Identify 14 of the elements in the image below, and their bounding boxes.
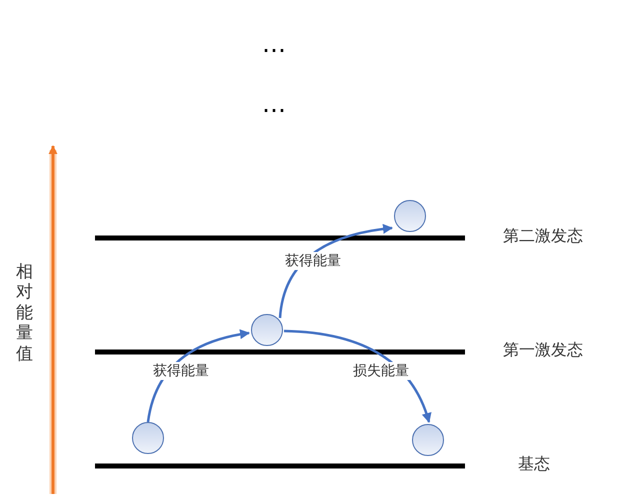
edge-label: 获得能量 [152,362,210,380]
edge-label: 损失能量 [352,362,410,380]
particle-circle [394,200,426,232]
level-label: 第二激发态 [503,226,583,247]
edge-label: 获得能量 [284,252,342,270]
arrow [284,330,431,423]
ellipsis: … [262,30,286,58]
axis-label: 相对能量值 [16,262,33,364]
level-label: 第一激发态 [503,340,583,361]
ellipsis: … [262,90,286,118]
particle-circle [251,314,283,346]
particle-circle [412,424,444,456]
particle-circle [132,422,164,454]
level-label: 基态 [518,454,550,475]
